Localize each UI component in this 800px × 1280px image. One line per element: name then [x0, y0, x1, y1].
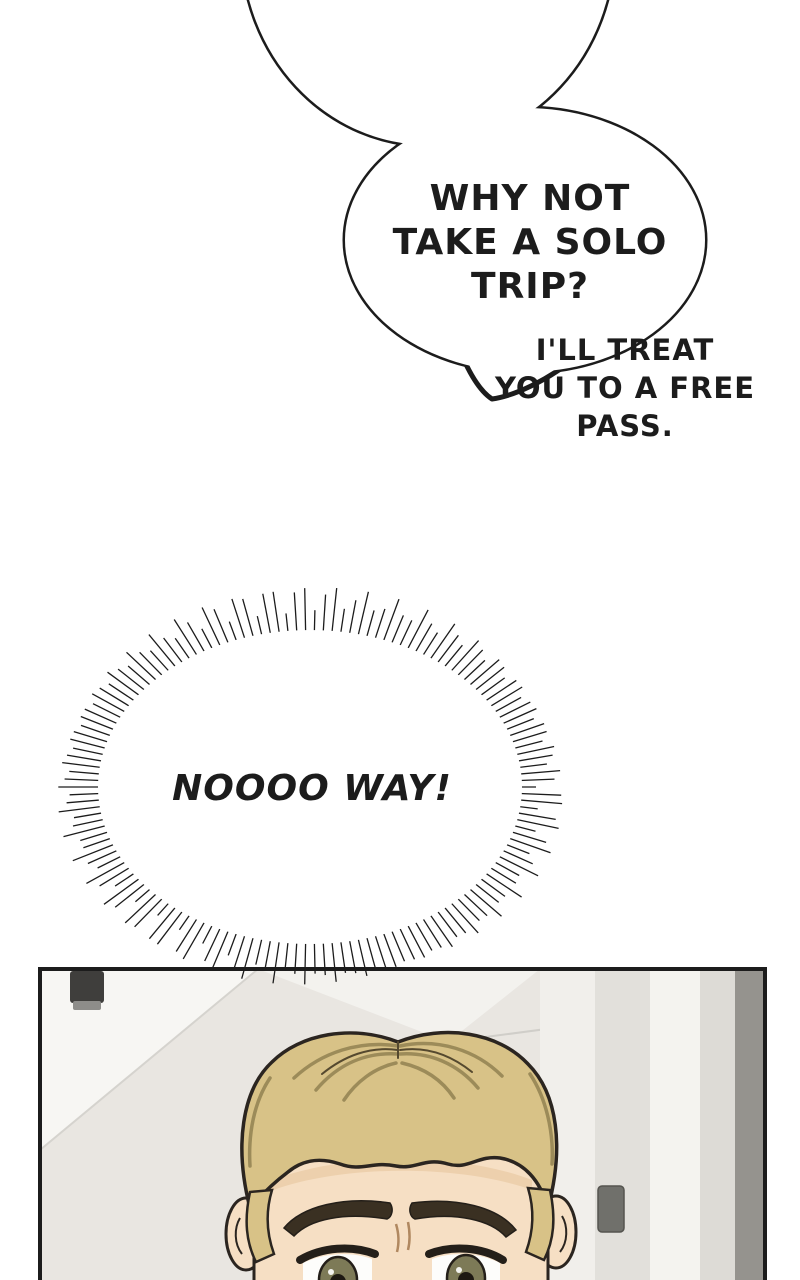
left-ear-detail	[234, 1217, 243, 1255]
left-pupil	[330, 1274, 346, 1280]
right-upper-lid	[425, 1244, 507, 1264]
right-eye	[425, 1244, 507, 1280]
right-sideburn	[524, 1186, 555, 1262]
left-eye-highlight	[328, 1269, 334, 1275]
caption-line-2: YOU TO A FREE	[494, 371, 755, 405]
speech-line-3: TRIP?	[471, 266, 589, 307]
burst-text: NOOOO WAY!	[172, 768, 452, 809]
burst-spikes	[58, 588, 563, 985]
caption-line-1: I'LL TREAT	[536, 333, 715, 367]
ceiling-plane-center	[258, 969, 540, 1042]
right-eye-highlight	[456, 1267, 462, 1273]
speech-line-2: TAKE A SOLO	[393, 222, 668, 263]
hair-accent-strands	[321, 1041, 473, 1075]
panel	[38, 967, 767, 1280]
character-head	[224, 1030, 578, 1280]
speech-bubble-text: WHY NOT TAKE A SOLO TRIP?	[393, 178, 668, 307]
caption-line-3: PASS.	[576, 409, 674, 443]
left-iris	[317, 1255, 359, 1280]
ceiling-fixture	[70, 971, 104, 1010]
right-pupil	[458, 1272, 474, 1280]
ceiling-edge-left	[39, 968, 259, 1151]
right-ear-detail	[559, 1215, 568, 1253]
speech-bubble: WHY NOT TAKE A SOLO TRIP?	[246, 0, 708, 402]
left-upper-lid	[296, 1244, 379, 1264]
burst-bubble: NOOOO WAY!	[58, 588, 563, 985]
burst-fill	[98, 630, 522, 944]
left-sideburn	[245, 1188, 276, 1264]
hair-strands	[247, 1041, 555, 1168]
forehead-shadow	[268, 1159, 532, 1192]
caption: I'LL TREAT YOU TO A FREE PASS.	[494, 333, 755, 443]
speech-line-1: WHY NOT	[430, 178, 631, 219]
light-switch	[597, 1185, 625, 1233]
right-eyebrow	[409, 1200, 518, 1238]
panel-border	[38, 967, 767, 1280]
right-iris	[445, 1253, 487, 1280]
left-eye	[296, 1244, 379, 1280]
left-eyebrow	[282, 1200, 393, 1238]
brow-creases	[394, 1221, 411, 1253]
speech-bubble-lower-fill	[345, 108, 705, 372]
wall-dark-bar	[735, 971, 763, 1280]
